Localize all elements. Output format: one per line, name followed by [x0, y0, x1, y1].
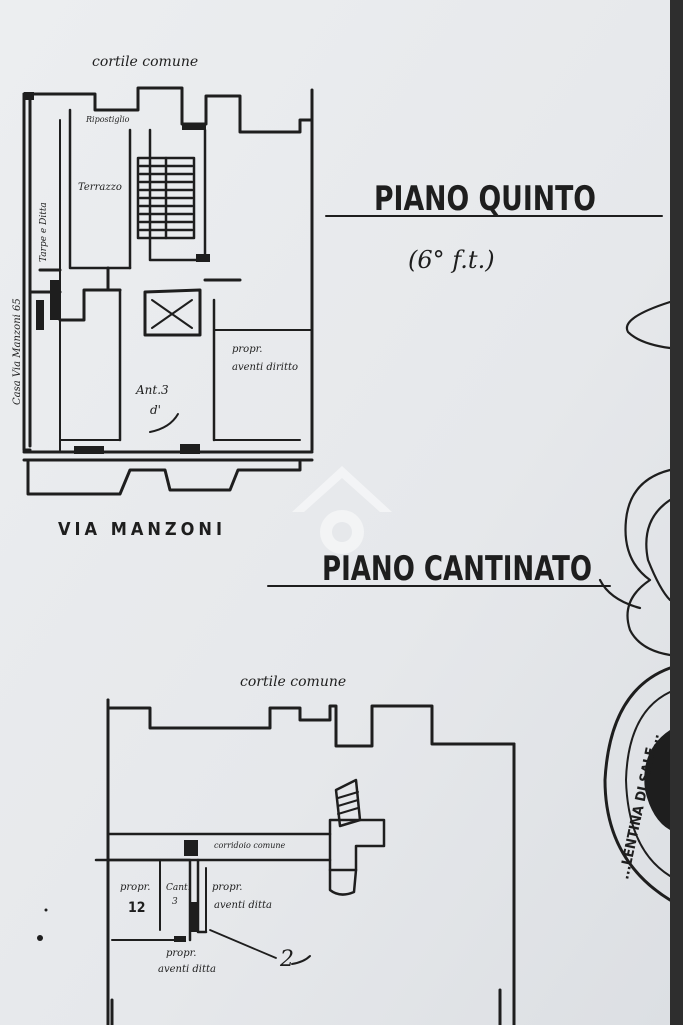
bottom-label-1: propr.	[166, 948, 196, 959]
cellar-mark-label: 2	[279, 947, 294, 972]
cell-2-label-1: Cant.	[166, 883, 191, 893]
lower-floor-plan	[94, 698, 516, 1025]
cellar-pointer-line	[209, 929, 277, 959]
upper-courtyard-label: cortile comune	[92, 54, 198, 70]
stray-dot	[37, 935, 43, 941]
cell-1-label-1: propr.	[120, 882, 150, 893]
floor-cellar-title-group: PIANO CANTINATO	[267, 549, 611, 589]
floor-fifth-title-group: PIANO QUINTO (6° f.t.)	[325, 179, 663, 274]
street-label: VIA MANZONI	[58, 519, 226, 540]
watermark-logo	[292, 466, 392, 554]
floor-fifth-subtitle: (6° f.t.)	[408, 246, 495, 274]
bottom-label-2: aventi ditta	[158, 964, 216, 975]
dark-edge	[670, 0, 683, 1025]
unit-label-1: Ant.3	[135, 383, 169, 397]
cell-3-label-1: propr.	[212, 882, 242, 893]
signature-scribble	[598, 300, 672, 657]
neighbor-label-1: propr.	[232, 344, 262, 355]
upper-wall-hatches	[24, 92, 210, 454]
cell-2-label-2: 3	[172, 897, 178, 907]
unit-mark	[149, 413, 179, 433]
neighbor-label-2: aventi diritto	[232, 362, 298, 373]
lower-stairs	[334, 778, 362, 828]
lower-courtyard-label: cortile comune	[240, 674, 346, 690]
stray-dot	[44, 908, 48, 912]
left-side-label-2: Tarpe e Ditta	[39, 202, 49, 262]
cell-3-label-2: aventi ditta	[214, 900, 272, 911]
left-side-label: Casa Via Manzoni 65	[12, 298, 23, 405]
room-terrace-label: Terrazzo	[78, 182, 122, 193]
room-small-label: Ripostiglio	[85, 115, 130, 124]
upper-stairs	[136, 156, 196, 240]
cellar-mark-tail	[291, 955, 311, 965]
corridor-label: corridoio comune	[214, 841, 286, 850]
unit-label-2: d'	[150, 403, 161, 417]
floor-fifth-title: PIANO QUINTO	[374, 179, 596, 219]
lower-wall-hatches	[174, 840, 198, 942]
floor-cellar-title: PIANO CANTINATO	[322, 549, 592, 589]
cell-1-label-2: 12	[128, 900, 146, 916]
